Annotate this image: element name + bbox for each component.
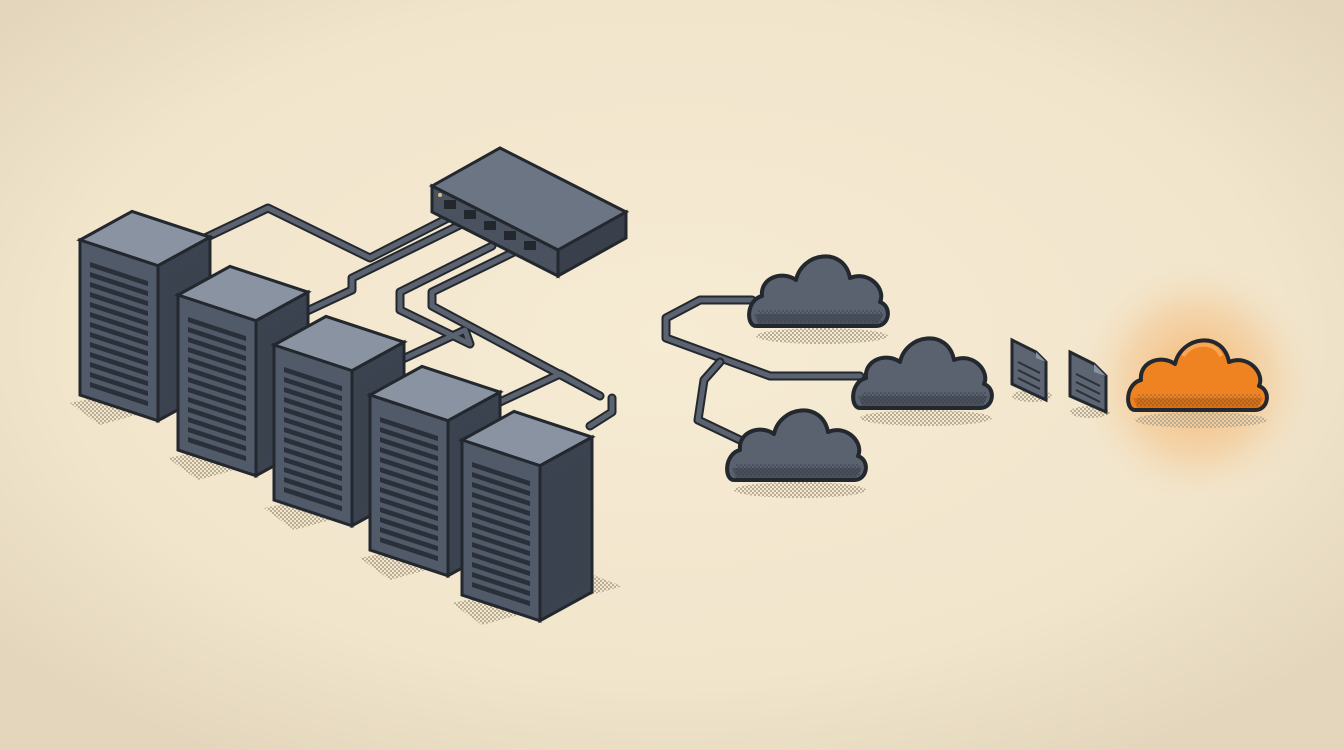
cloud-cables: [661, 295, 865, 445]
document-icon: [1010, 337, 1052, 403]
server-icon: [452, 409, 622, 625]
document-icon: [1068, 349, 1110, 418]
cloud-icon: [725, 408, 868, 498]
server-group: [70, 209, 622, 625]
cloud-icon: [851, 336, 994, 426]
server-cables: [200, 203, 617, 431]
highlighted-cloud-icon: [1126, 338, 1269, 428]
network-switch-icon: [428, 146, 630, 279]
cloud-icon: [747, 254, 890, 344]
